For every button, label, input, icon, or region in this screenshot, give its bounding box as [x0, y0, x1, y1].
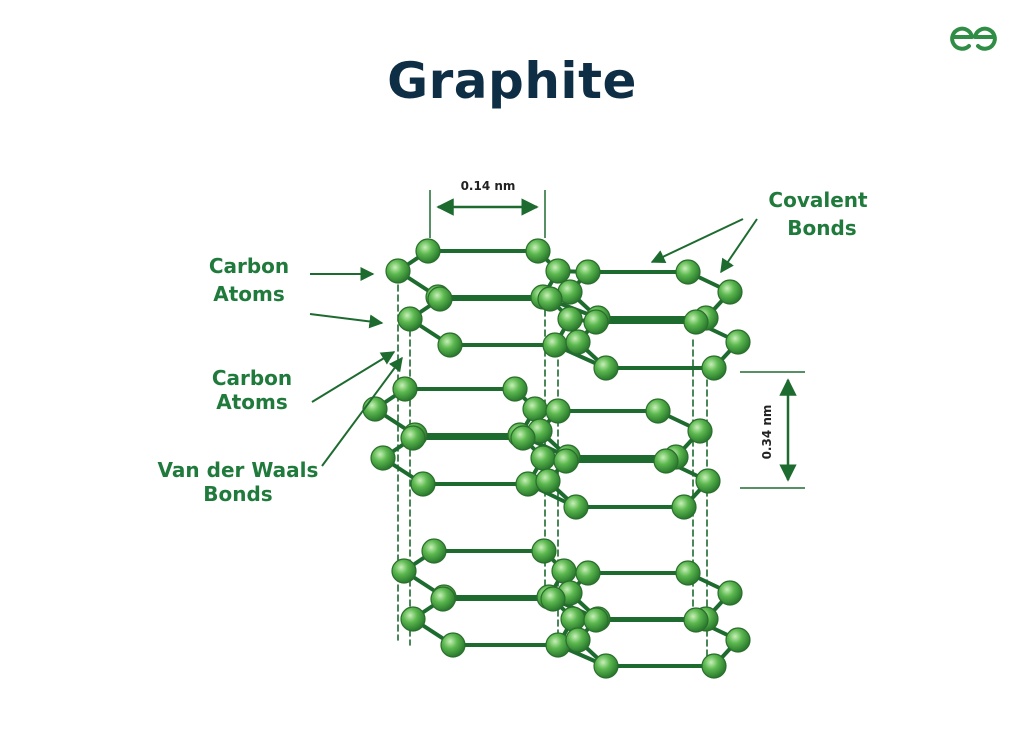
- carbon-atom: [545, 398, 571, 424]
- carbon-atom: [593, 653, 619, 679]
- carbon-atom: [551, 558, 577, 584]
- pointer-arrow: [311, 351, 396, 403]
- carbon-atom: [557, 306, 583, 332]
- bond-length-dimension: 0.14 nm: [429, 179, 546, 238]
- carbon-atom: [391, 558, 417, 584]
- carbon-atom: [653, 448, 679, 474]
- carbon-atom: [545, 258, 571, 284]
- pointer-arrow: [309, 313, 384, 329]
- pointer-arrow: [650, 218, 744, 263]
- bond-length-label: 0.14 nm: [461, 179, 516, 193]
- carbon-atom: [510, 425, 536, 451]
- carbon-atom: [683, 607, 709, 633]
- carbon-atom: [385, 258, 411, 284]
- carbon-atom: [370, 445, 396, 471]
- carbon-atom: [415, 238, 441, 264]
- label-pointer-arrows: [309, 218, 758, 467]
- carbon-atom: [427, 286, 453, 312]
- carbon-atoms-label-top-line1: Carbon: [209, 254, 289, 278]
- pointer-arrow: [321, 356, 403, 467]
- carbon-atom: [565, 329, 591, 355]
- carbon-atoms-label-mid-line2: Atoms: [216, 390, 288, 414]
- carbon-atom: [430, 586, 456, 612]
- carbon-atom: [437, 332, 463, 358]
- carbon-atom: [717, 580, 743, 606]
- page-title: Graphite: [387, 52, 637, 110]
- carbon-atom: [560, 606, 586, 632]
- carbon-atom: [537, 286, 563, 312]
- carbon-atom: [687, 418, 713, 444]
- pointer-arrow: [720, 218, 758, 274]
- carbon-atom: [701, 653, 727, 679]
- carbon-atom: [542, 332, 568, 358]
- carbon-atom: [563, 494, 589, 520]
- carbon-atom: [392, 376, 418, 402]
- carbon-atom: [440, 632, 466, 658]
- covalent-bonds-label-line2: Bonds: [787, 216, 856, 240]
- carbon-atom: [522, 396, 548, 422]
- carbon-atom: [400, 425, 426, 451]
- carbon-atom: [421, 538, 447, 564]
- carbon-atom: [535, 468, 561, 494]
- carbon-atom: [540, 586, 566, 612]
- layer-spacing-dimension: 0.34 nm: [740, 371, 805, 489]
- carbon-atom: [717, 279, 743, 305]
- carbon-atom: [530, 445, 556, 471]
- van-der-waals-label-line1: Van der Waals: [158, 458, 319, 482]
- carbon-atom: [675, 259, 701, 285]
- carbon-atom: [400, 606, 426, 632]
- carbon-atom: [683, 309, 709, 335]
- carbon-atom: [575, 259, 601, 285]
- carbon-atoms-label-top-line2: Atoms: [213, 282, 285, 306]
- carbon-atom: [502, 376, 528, 402]
- gfg-logo-icon: [950, 26, 997, 51]
- carbon-atom: [725, 329, 751, 355]
- carbon-atom: [583, 607, 609, 633]
- carbon-atom: [575, 560, 601, 586]
- carbon-atom: [725, 627, 751, 653]
- carbon-atom: [701, 355, 727, 381]
- carbon-atom: [583, 309, 609, 335]
- carbon-atom: [565, 627, 591, 653]
- carbon-atom: [553, 448, 579, 474]
- carbon-atom: [695, 468, 721, 494]
- layer-spacing-label: 0.34 nm: [760, 405, 774, 460]
- carbon-atom: [645, 398, 671, 424]
- carbon-atoms-label-mid-line1: Carbon: [212, 366, 292, 390]
- carbon-atom: [410, 471, 436, 497]
- carbon-atom: [525, 238, 551, 264]
- carbon-atoms: [362, 238, 751, 679]
- covalent-bonds-label-line1: Covalent: [768, 188, 868, 212]
- carbon-atom: [675, 560, 701, 586]
- carbon-atom: [397, 306, 423, 332]
- carbon-atom: [593, 355, 619, 381]
- van-der-waals-label-line2: Bonds: [203, 482, 272, 506]
- carbon-atom: [362, 396, 388, 422]
- carbon-atom: [531, 538, 557, 564]
- carbon-atom: [671, 494, 697, 520]
